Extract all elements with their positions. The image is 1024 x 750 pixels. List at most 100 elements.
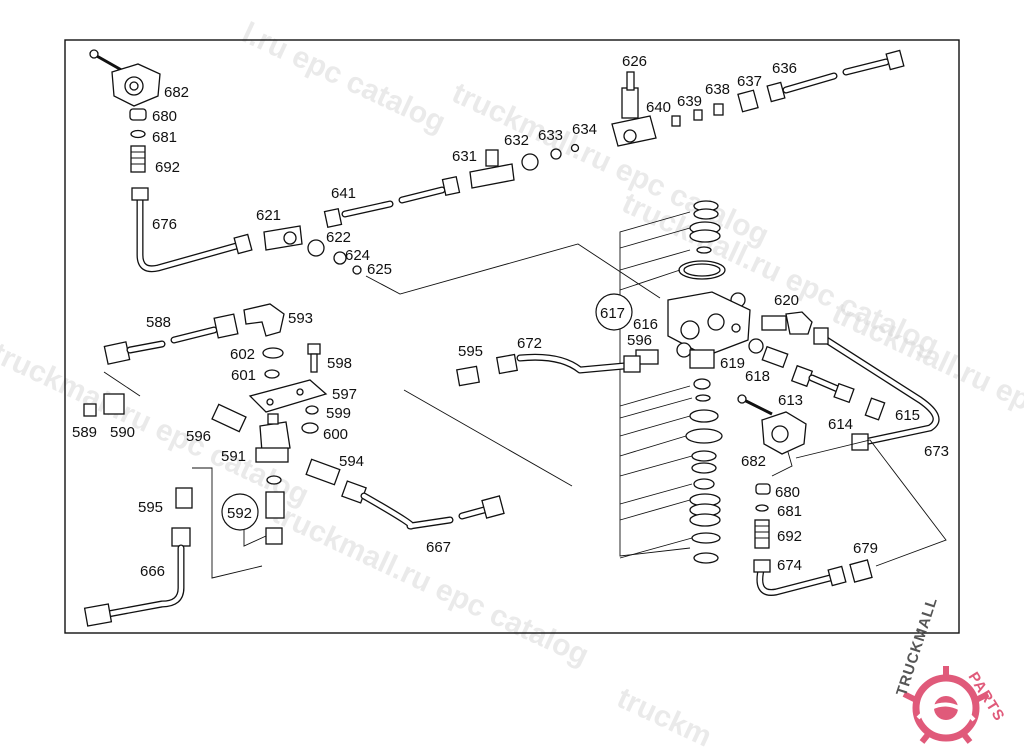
nut-602-part	[262, 347, 284, 359]
leader-bracket-617	[619, 211, 693, 559]
callout-circle-617	[595, 293, 633, 331]
callout-label: 596	[627, 332, 652, 349]
washer-601-part	[264, 369, 280, 379]
elbow-593-part	[243, 303, 285, 337]
union-620-part	[761, 315, 787, 331]
callout-label: 624	[345, 247, 370, 264]
nut-632-part	[521, 153, 539, 171]
callout-label: 601	[231, 367, 256, 384]
ring-619-part	[748, 338, 764, 354]
lever-knob-part	[89, 49, 99, 59]
nut-637-part	[737, 89, 759, 113]
assembly-left-bottom	[83, 487, 193, 627]
callout-label: 620	[774, 292, 799, 309]
union-679-part	[849, 559, 873, 583]
callout-label: 619	[720, 355, 745, 372]
callout-label: 616	[633, 316, 658, 333]
callout-label: 591	[221, 448, 246, 465]
callout-label: 633	[538, 127, 563, 144]
callout-label: 674	[777, 557, 802, 574]
washer-599-part	[305, 405, 319, 415]
callout-label: 602	[230, 346, 255, 363]
fitting-618-part	[761, 345, 789, 369]
callout-label: 681	[152, 129, 177, 146]
clip-part	[693, 552, 719, 564]
callout-label: 634	[572, 121, 597, 138]
callout-label: 682	[164, 84, 189, 101]
callout-label: 676	[152, 216, 177, 233]
truckmall-parts-logo: TRUCKMALL PARTS	[893, 595, 1008, 744]
callout-label: 618	[745, 368, 770, 385]
watermark-text: l.ru epc catalog	[237, 16, 450, 139]
callout-label: 632	[504, 132, 529, 149]
callout-label: 637	[737, 73, 762, 90]
callout-label: 681	[777, 503, 802, 520]
ring-680-part	[129, 108, 147, 121]
callout-label: 680	[152, 108, 177, 125]
nipple-692b-part	[754, 519, 770, 549]
callout-label: 692	[155, 159, 180, 176]
fitting-594-part	[305, 458, 341, 486]
callout-label: 636	[772, 60, 797, 77]
callout-label: 692	[777, 528, 802, 545]
callout-label: 613	[778, 392, 803, 409]
nut-622-part	[307, 239, 325, 257]
callout-label: 595	[458, 343, 483, 360]
nut-614-part	[833, 382, 855, 404]
diagram-frame	[64, 39, 960, 634]
callout-label: 622	[326, 229, 351, 246]
washer-681-part	[130, 129, 146, 139]
callout-label: 597	[332, 386, 357, 403]
filter-592-part	[265, 491, 285, 519]
callout-label: 682	[741, 453, 766, 470]
ring-680b-part	[755, 483, 771, 495]
tee-631-part	[469, 163, 515, 189]
callout-label: 667	[426, 539, 451, 556]
assembly-top-left	[89, 49, 253, 273]
ring-633-part	[550, 148, 562, 160]
callout-label: 666	[140, 563, 165, 580]
callout-label: 617	[600, 305, 625, 322]
assembly-right-lower	[737, 394, 947, 596]
callout-circle-592	[221, 493, 259, 531]
callout-label: 594	[339, 453, 364, 470]
callout-label: 592	[227, 505, 252, 522]
nut-615-part	[864, 397, 886, 421]
watermark-text: truckm	[612, 681, 717, 750]
assembly-valve-617	[595, 200, 940, 564]
fitting-596b-part	[211, 403, 247, 433]
nut-588-part	[103, 341, 131, 365]
callout-label: 598	[327, 355, 352, 372]
gear-hub-icon	[934, 696, 958, 720]
nut-600-part	[301, 422, 319, 434]
callout-label: 631	[452, 148, 477, 165]
callout-label: 589	[72, 424, 97, 441]
washer-681b-part	[755, 504, 769, 512]
watermarks: l.ru epc catalog truckmall.ru epc catalo…	[0, 16, 1024, 750]
assembly-center	[456, 353, 641, 387]
elbow-620-part	[785, 311, 813, 335]
callout-label: 621	[256, 207, 281, 224]
washer-625-part	[352, 265, 362, 275]
callout-label: 638	[705, 81, 730, 98]
nut-590-part	[103, 393, 125, 415]
nipple-692-part	[130, 145, 146, 173]
nut-589-part	[83, 403, 97, 417]
callout-label: 641	[331, 185, 356, 202]
callout-label: 596	[186, 428, 211, 445]
assembly-top-center	[263, 49, 905, 299]
callout-label: 593	[288, 310, 313, 327]
nut-636-part	[766, 81, 786, 103]
callout-label: 615	[895, 407, 920, 424]
callout-label: 626	[622, 53, 647, 70]
bolt-598-part	[307, 343, 321, 355]
callout-label: 640	[646, 99, 671, 116]
washer-634-part	[570, 143, 580, 153]
callout-label: 639	[677, 93, 702, 110]
callout-label: 599	[326, 405, 351, 422]
nut-641-part	[323, 207, 343, 229]
ring-639-part	[693, 109, 703, 121]
callout-label: 625	[367, 261, 392, 278]
callout-label: 595	[138, 499, 163, 516]
